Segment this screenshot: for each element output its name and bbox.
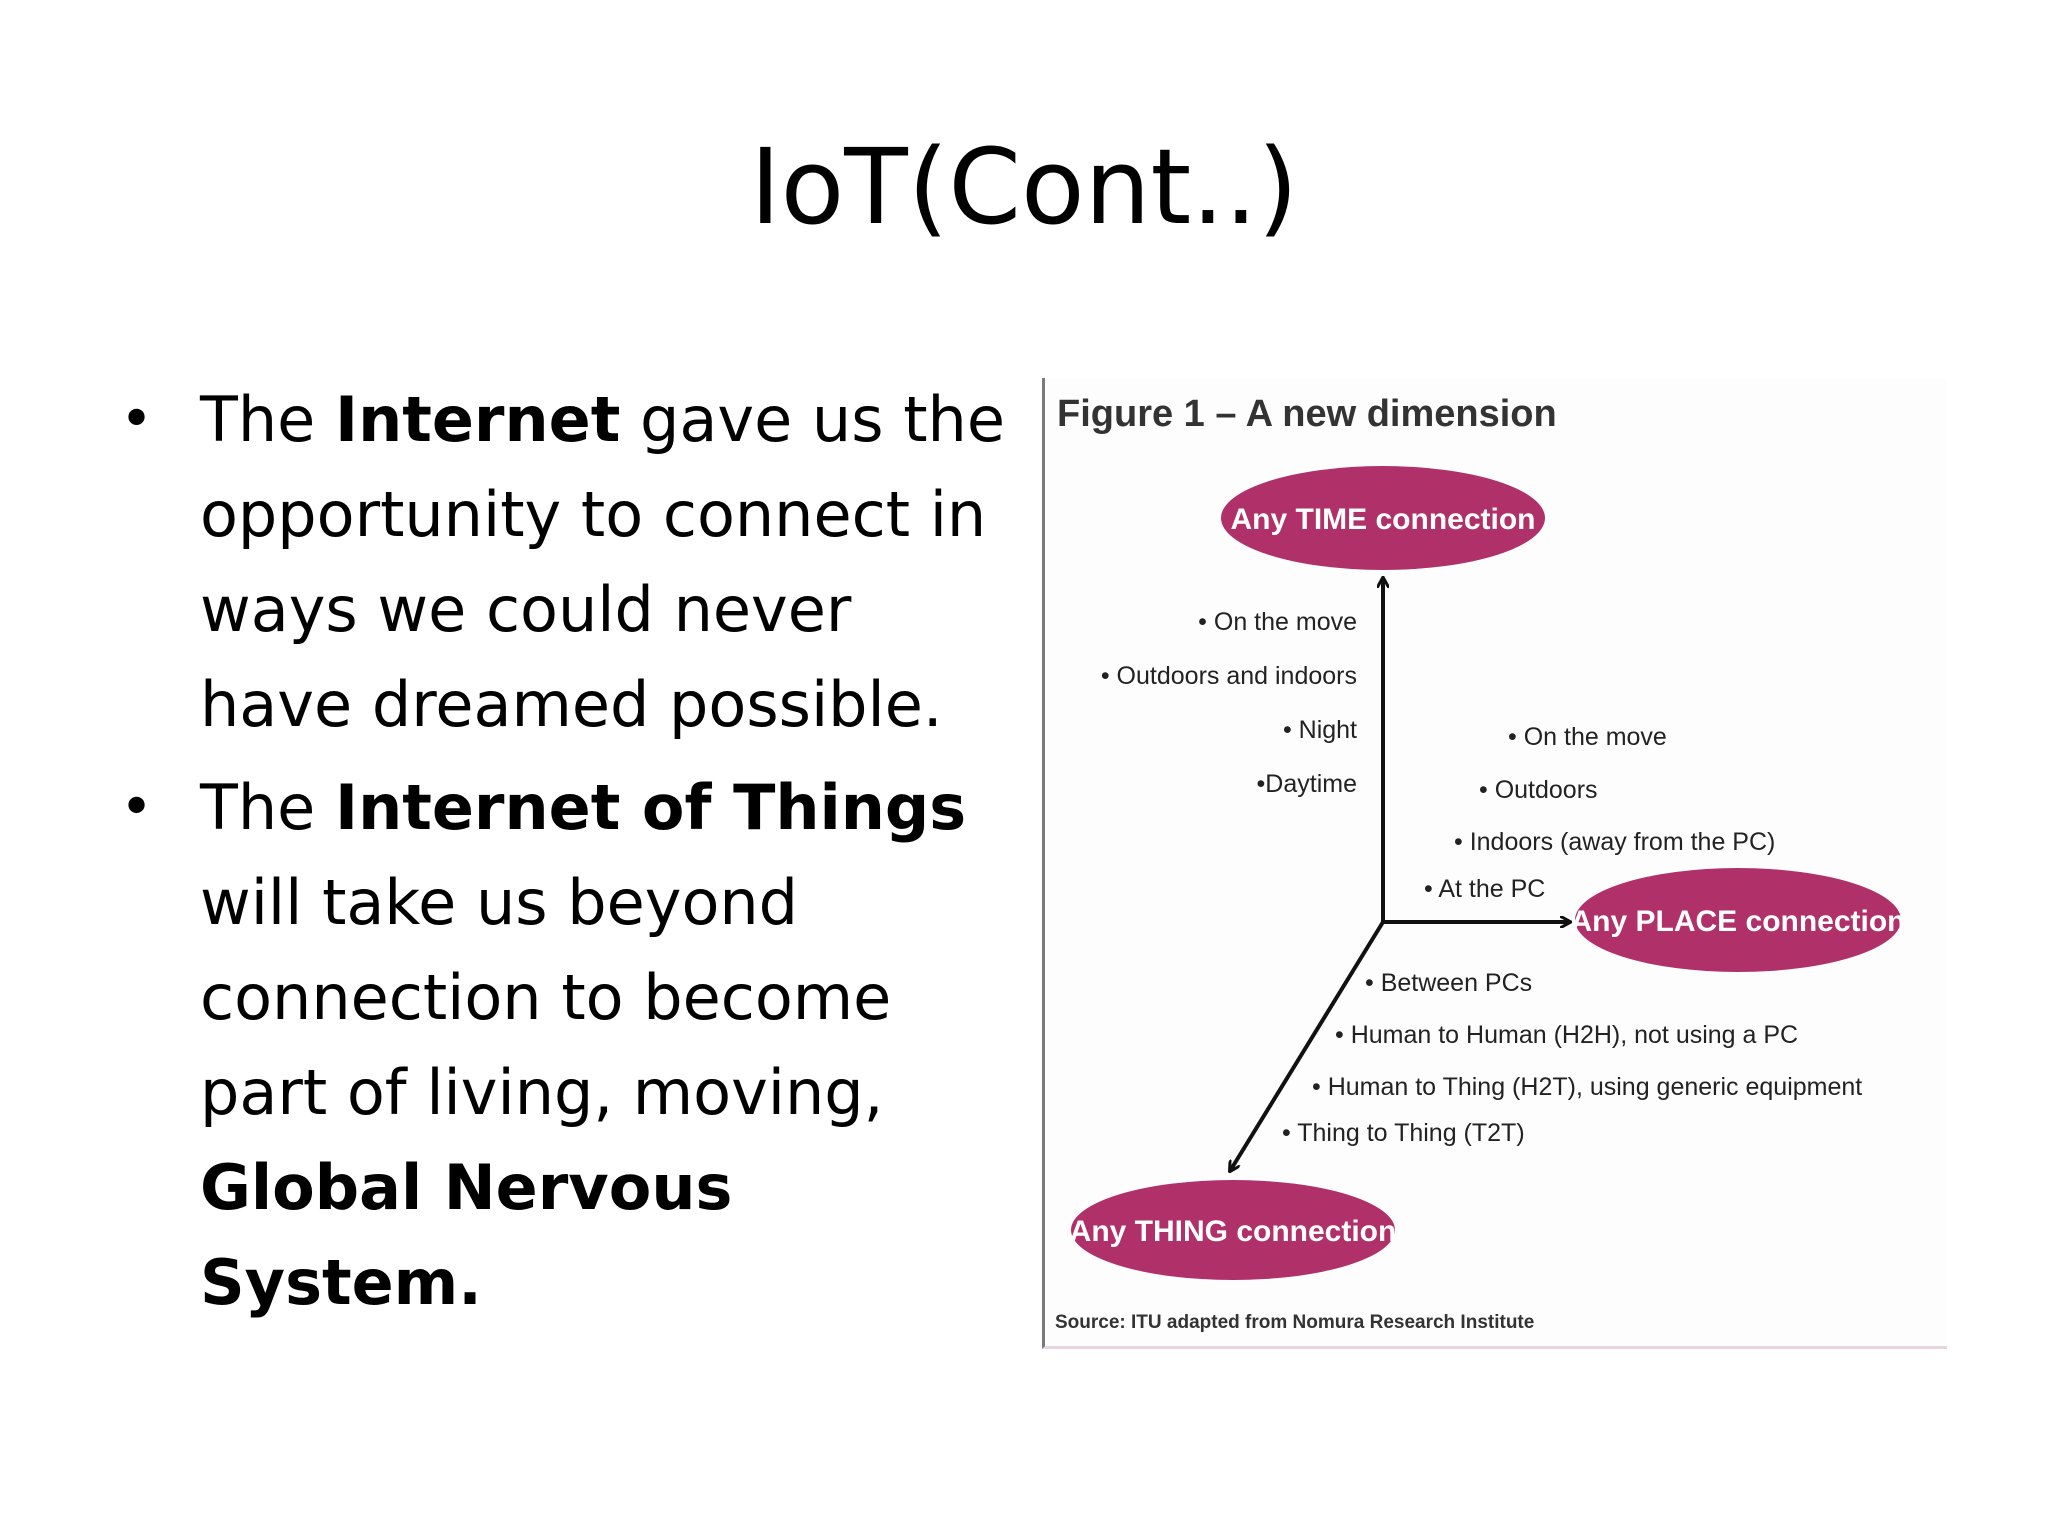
- thing-item: • Thing to Thing (T2T): [1282, 1119, 1525, 1147]
- text-run: The: [200, 771, 336, 844]
- bullet-text: The Internet gave us the opportunity to …: [200, 383, 1005, 741]
- place-oval-label: Any PLACE connection: [1570, 905, 1905, 938]
- time-item: • On the move: [1198, 608, 1357, 636]
- bold-text-run: Global Nervous System.: [200, 1151, 733, 1319]
- text-run: will take us beyond connection to become…: [200, 866, 892, 1129]
- time-item: • Outdoors and indoors: [1101, 662, 1357, 690]
- bullet-item-iot: • The Internet of Things will take us be…: [120, 760, 1020, 1330]
- bold-text-run: Internet: [335, 383, 621, 456]
- dimension-figure: Figure 1 – A new dimension Any TIME conn…: [1042, 378, 1947, 1349]
- figure-title: Figure 1 – A new dimension: [1057, 393, 1557, 435]
- place-item: • Outdoors: [1479, 776, 1598, 804]
- time-oval-label: Any TIME connection: [1230, 503, 1535, 536]
- bullet-dot: •: [120, 387, 154, 452]
- thing-item: • Human to Thing (H2T), using generic eq…: [1312, 1073, 1862, 1101]
- time-item: • Night: [1283, 716, 1357, 744]
- slide-title: IoT(Cont..): [749, 126, 1299, 248]
- figure-diagram: Figure 1 – A new dimension Any TIME conn…: [1055, 393, 1906, 1333]
- bullet-item-internet: • The Internet gave us the opportunity t…: [120, 372, 1020, 752]
- thing-item: • Between PCs: [1365, 969, 1532, 997]
- text-run: gave us the opportunity to connect in wa…: [200, 383, 1005, 741]
- place-item: • On the move: [1508, 723, 1667, 751]
- place-oval: [1575, 868, 1901, 972]
- thing-oval-label: Any THING connection: [1070, 1215, 1397, 1248]
- place-item: • Indoors (away from the PC): [1454, 828, 1775, 856]
- time-item: •Daytime: [1257, 770, 1357, 798]
- time-oval: [1221, 466, 1545, 570]
- bold-text-run: Internet of Things: [335, 771, 967, 844]
- text-run: The: [200, 383, 336, 456]
- thing-axis: [1230, 920, 1385, 1171]
- thing-item: • Human to Human (H2H), not using a PC: [1335, 1021, 1798, 1049]
- bullet-text: The Internet of Things will take us beyo…: [200, 771, 966, 1319]
- place-item: • At the PC: [1424, 875, 1545, 903]
- figure-source: Source: ITU adapted from Nomura Research…: [1055, 1312, 1534, 1333]
- thing-oval: [1071, 1180, 1395, 1280]
- bullet-list: • The Internet gave us the opportunity t…: [120, 372, 1020, 1338]
- bullet-dot: •: [120, 775, 154, 840]
